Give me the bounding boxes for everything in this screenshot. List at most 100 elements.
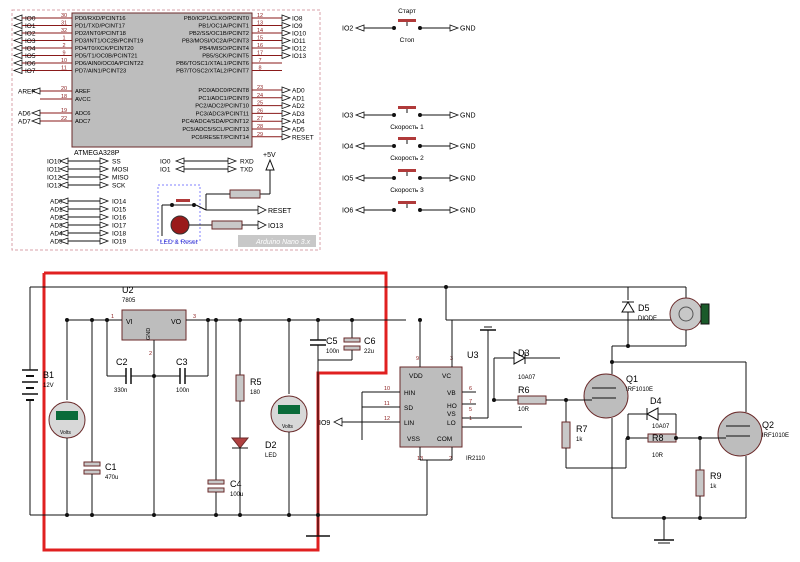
q2-ref: Q2 — [762, 420, 774, 430]
pin-io-label: IO11 — [292, 38, 306, 45]
reset-net-label: RESET — [268, 208, 292, 215]
d4-value: 10A07 — [652, 424, 670, 430]
u3-pin-ho: 7 — [469, 399, 472, 405]
r6-ref: R6 — [518, 385, 530, 395]
u2-vo: VO — [171, 319, 182, 326]
pin-number: 30 — [61, 13, 67, 19]
pin-io-label: IO5 — [25, 53, 36, 60]
button-left-net: IO5 — [342, 176, 353, 183]
pin-name: PC0/ADC0/PCINT8 — [198, 88, 249, 94]
pin-name: PB7/TOSC2/XTAL2/PCINT7 — [176, 69, 249, 75]
u2-pin1: 1 — [111, 314, 114, 320]
board-name: Arduino Nano 3.x — [255, 239, 311, 246]
button-right-net: GND — [460, 208, 476, 215]
ad-io-label: AD5 — [50, 239, 63, 246]
pin-io-label: AD3 — [292, 111, 305, 118]
pin-number: 23 — [257, 85, 263, 91]
board-tag — [238, 235, 316, 247]
d2-ref: D2 — [265, 440, 277, 450]
c1-ref: C1 — [105, 462, 117, 472]
pin-number: 20 — [61, 86, 67, 92]
c5-ref: C5 — [326, 336, 338, 346]
pin-name: PC3/ADC3/PCINT11 — [196, 111, 249, 117]
pin-io-label: AD4 — [292, 119, 305, 126]
vcc-arrow-icon — [265, 158, 275, 171]
net-flag-icon — [12, 21, 23, 30]
ad-io-label: AD2 — [50, 215, 63, 222]
pin-name: PD5/T1/OC0B/PCINT21 — [75, 54, 138, 60]
button-right-net: GND — [460, 176, 476, 183]
pin-io-label: IO1 — [25, 23, 36, 30]
ad-name-label: IO14 — [112, 199, 126, 206]
r5-resistor — [235, 374, 245, 402]
c6-ref: C6 — [364, 336, 376, 346]
net-flag-icon — [281, 109, 292, 117]
pin-io-label: AD7 — [18, 119, 31, 126]
pin-io-label: AREF — [18, 89, 35, 96]
c1-value: 470u — [105, 475, 118, 481]
pin-name: ADC6 — [75, 111, 90, 117]
pin-number: 7 — [258, 58, 261, 64]
u3-lo: LO — [447, 420, 456, 427]
spi-name-label: SS — [112, 159, 121, 166]
r7-ref: R7 — [576, 424, 588, 434]
button-actuator[interactable] — [398, 137, 416, 140]
pin-io-label: IO6 — [25, 61, 36, 68]
r7-resistor — [561, 421, 571, 449]
pin-io-label: IO0 — [25, 16, 36, 23]
button-actuator[interactable] — [398, 106, 416, 109]
button-actuator[interactable] — [398, 19, 416, 22]
pin-number: 1 — [62, 36, 65, 42]
c6-value: 22u — [364, 349, 374, 355]
net-flag-icon — [227, 157, 238, 165]
atmega-adc-pins: AD023PC0/ADC0/PCINT8AD124PC1/ADC1/PCINT9… — [182, 85, 314, 141]
pin-number: 15 — [257, 36, 263, 42]
net-flag-icon — [354, 142, 365, 150]
driver-junction-dots — [418, 318, 702, 520]
net-flag-icon — [99, 197, 110, 205]
net-flag-icon — [30, 109, 41, 117]
spi-name-label: SCK — [112, 183, 126, 190]
pin-number: 19 — [61, 108, 67, 114]
button-bottom-label: Скорость 1 — [390, 124, 424, 131]
pin-io-label: AD6 — [18, 111, 31, 118]
pin-io-label: IO7 — [25, 68, 36, 75]
pin-number: 13 — [257, 21, 263, 27]
pin-name: AVCC — [75, 97, 91, 103]
pin-name: PD3/INT1/OC2B/PCINT19 — [75, 39, 143, 45]
b1-value: 12V — [43, 383, 54, 389]
pin-name: PB1/OC1A/PCINT1 — [198, 24, 249, 30]
net-flag-icon — [281, 117, 292, 125]
u2-value: 7805 — [122, 298, 136, 304]
uart-name-label: TXD — [240, 167, 253, 174]
pin-name: PC6/RESET/PCINT14 — [191, 135, 249, 141]
pin-io-label: AD5 — [292, 127, 305, 134]
net-flag-icon — [99, 205, 110, 213]
pin-io-label: RESET — [292, 134, 314, 141]
net-flag-icon — [58, 173, 69, 181]
arduino-frame — [11, 9, 321, 251]
u3-pin-vdd: 9 — [416, 356, 419, 362]
net-flag-icon — [281, 21, 292, 30]
ad-io-label: AD3 — [50, 223, 63, 230]
pin-number: 10 — [61, 58, 67, 64]
pin-number: 27 — [257, 116, 263, 122]
pin-number: 12 — [257, 13, 263, 19]
pin-io-label: IO8 — [292, 16, 303, 23]
u3-sd: SD — [404, 405, 413, 412]
button-actuator[interactable] — [398, 201, 416, 204]
reset-button[interactable] — [176, 199, 190, 202]
d5-diode-icon — [621, 301, 635, 313]
button-actuator[interactable] — [398, 169, 416, 172]
u3-vs: VS — [447, 411, 456, 418]
pin-name: PB2/SS/OC1B/PCINT2 — [189, 31, 249, 37]
net-flag-icon — [174, 165, 185, 173]
pin-name: PB4/MISO/PCINT4 — [199, 46, 249, 52]
net-flag-icon — [99, 221, 110, 229]
